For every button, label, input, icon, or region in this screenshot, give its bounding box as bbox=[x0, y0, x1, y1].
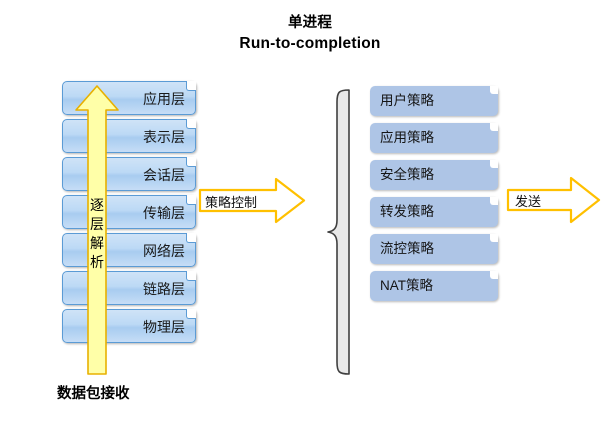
layer-parse-up-arrow: 逐 层 解 析 bbox=[74, 84, 120, 376]
up-arrow-char: 解 bbox=[90, 235, 104, 251]
policy-control-arrow-label: 策略控制 bbox=[205, 195, 258, 210]
packet-receive-caption: 数据包接收 bbox=[57, 386, 130, 402]
policy-box-stack: 用户策略 应用策略 安全策略 转发策略 流控策略 NAT策略 bbox=[370, 86, 498, 306]
policy-box-label: 转发策略 bbox=[380, 204, 434, 219]
policy-box-security[interactable]: 安全策略 bbox=[370, 160, 498, 190]
osi-layer-label: 物理层 bbox=[143, 319, 185, 335]
policy-box-app[interactable]: 应用策略 bbox=[370, 123, 498, 153]
osi-layer-label: 应用层 bbox=[143, 91, 185, 107]
policy-box-forward[interactable]: 转发策略 bbox=[370, 197, 498, 227]
policy-box-label: 用户策略 bbox=[380, 93, 434, 108]
up-arrow-char: 层 bbox=[90, 216, 104, 232]
policy-box-label: NAT策略 bbox=[380, 278, 433, 293]
osi-layer-stack: 应用层 表示层 会话层 传输层 网络层 链路层 物理层 bbox=[62, 81, 196, 344]
osi-layer-label: 表示层 bbox=[143, 129, 185, 145]
osi-layer-box-session[interactable]: 会话层 bbox=[62, 157, 196, 191]
send-arrow-label: 发送 bbox=[515, 194, 542, 209]
policy-box-nat[interactable]: NAT策略 bbox=[370, 271, 498, 301]
osi-layer-box-datalink[interactable]: 链路层 bbox=[62, 271, 196, 305]
policy-box-label: 流控策略 bbox=[380, 241, 434, 256]
up-arrow-label: 逐 层 解 析 bbox=[74, 196, 120, 272]
up-arrow-char: 逐 bbox=[90, 197, 104, 213]
osi-layer-box-presentation[interactable]: 表示层 bbox=[62, 119, 196, 153]
osi-layer-label: 链路层 bbox=[143, 281, 185, 297]
policy-control-arrow[interactable] bbox=[198, 177, 306, 224]
policy-box-label: 安全策略 bbox=[380, 167, 434, 182]
diagram-title: 单进程 Run-to-completion bbox=[150, 14, 470, 54]
osi-layer-label: 会话层 bbox=[143, 167, 185, 183]
osi-layer-box-physical[interactable]: 物理层 bbox=[62, 309, 196, 343]
title-line-english: Run-to-completion bbox=[239, 34, 381, 52]
osi-layer-box-transport[interactable]: 传输层 bbox=[62, 195, 196, 229]
policy-box-user[interactable]: 用户策略 bbox=[370, 86, 498, 116]
send-arrow[interactable] bbox=[506, 176, 601, 224]
policy-box-flow[interactable]: 流控策略 bbox=[370, 234, 498, 264]
osi-layer-label: 传输层 bbox=[143, 205, 185, 221]
title-line-chinese: 单进程 bbox=[287, 15, 333, 31]
policy-box-label: 应用策略 bbox=[380, 130, 434, 145]
left-curly-brace bbox=[327, 88, 351, 376]
osi-layer-label: 网络层 bbox=[143, 243, 185, 259]
up-arrow-char: 析 bbox=[90, 254, 104, 270]
osi-layer-box-network[interactable]: 网络层 bbox=[62, 233, 196, 267]
